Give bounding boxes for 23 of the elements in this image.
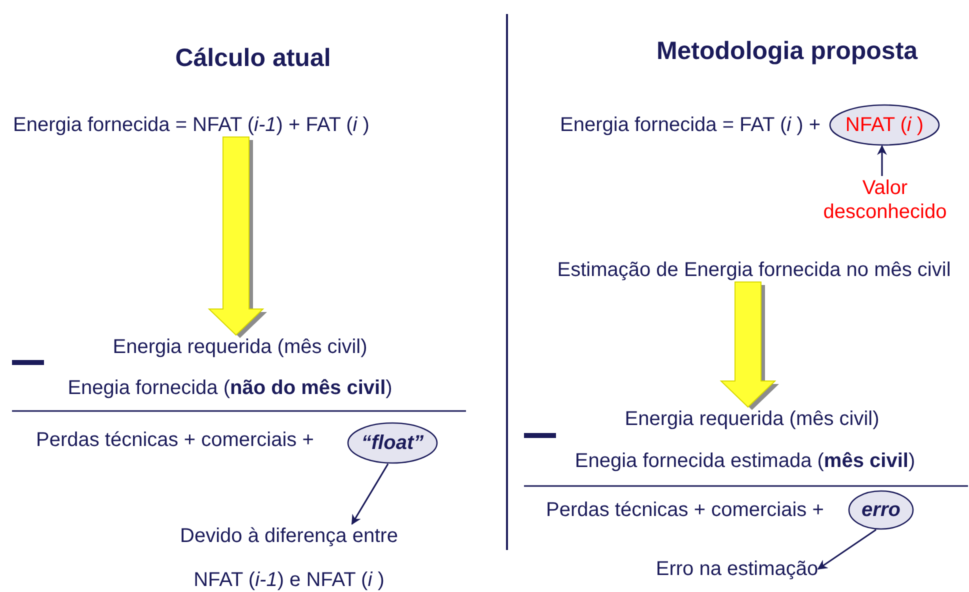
section-heading: Cálculo atual [175, 43, 331, 73]
arrow [877, 144, 887, 176]
block-arrow [208, 136, 267, 338]
note-text: Erro na estimação [656, 557, 818, 581]
denominator-text: Enegia fornecida estimada (mês civil) [574, 449, 916, 473]
result-text: Perdas técnicas + comerciais + [546, 498, 824, 522]
note-text: NFAT (i-1) e NFAT (i ) [192, 568, 386, 592]
arrow [817, 529, 876, 570]
note-text: Devido à diferença entre [180, 524, 398, 548]
equation-text: Energia fornecida = FAT (i ) + [560, 113, 821, 137]
arrow [351, 463, 389, 525]
numerator-text: Energia requerida (mês civil) [112, 335, 368, 359]
result-text: Perdas técnicas + comerciais + [36, 428, 314, 452]
highlight-ellipse: “float” [347, 422, 438, 464]
denominator-text: Enegia fornecida (não do mês civil) [68, 376, 392, 400]
highlight-ellipse: erro [848, 490, 914, 530]
section-heading: Metodologia proposta [656, 36, 918, 66]
highlight-ellipse: NFAT (i ) [829, 104, 940, 146]
equation-text: Energia fornecida = NFAT (i-1) + FAT (i ) [13, 113, 370, 137]
block-arrow [720, 282, 779, 410]
step-text: Estimação de Energia fornecida no mês civil [557, 258, 951, 282]
numerator-text: Energia requerida (mês civil) [624, 407, 880, 431]
note-text: Valor desconhecido [815, 176, 955, 224]
